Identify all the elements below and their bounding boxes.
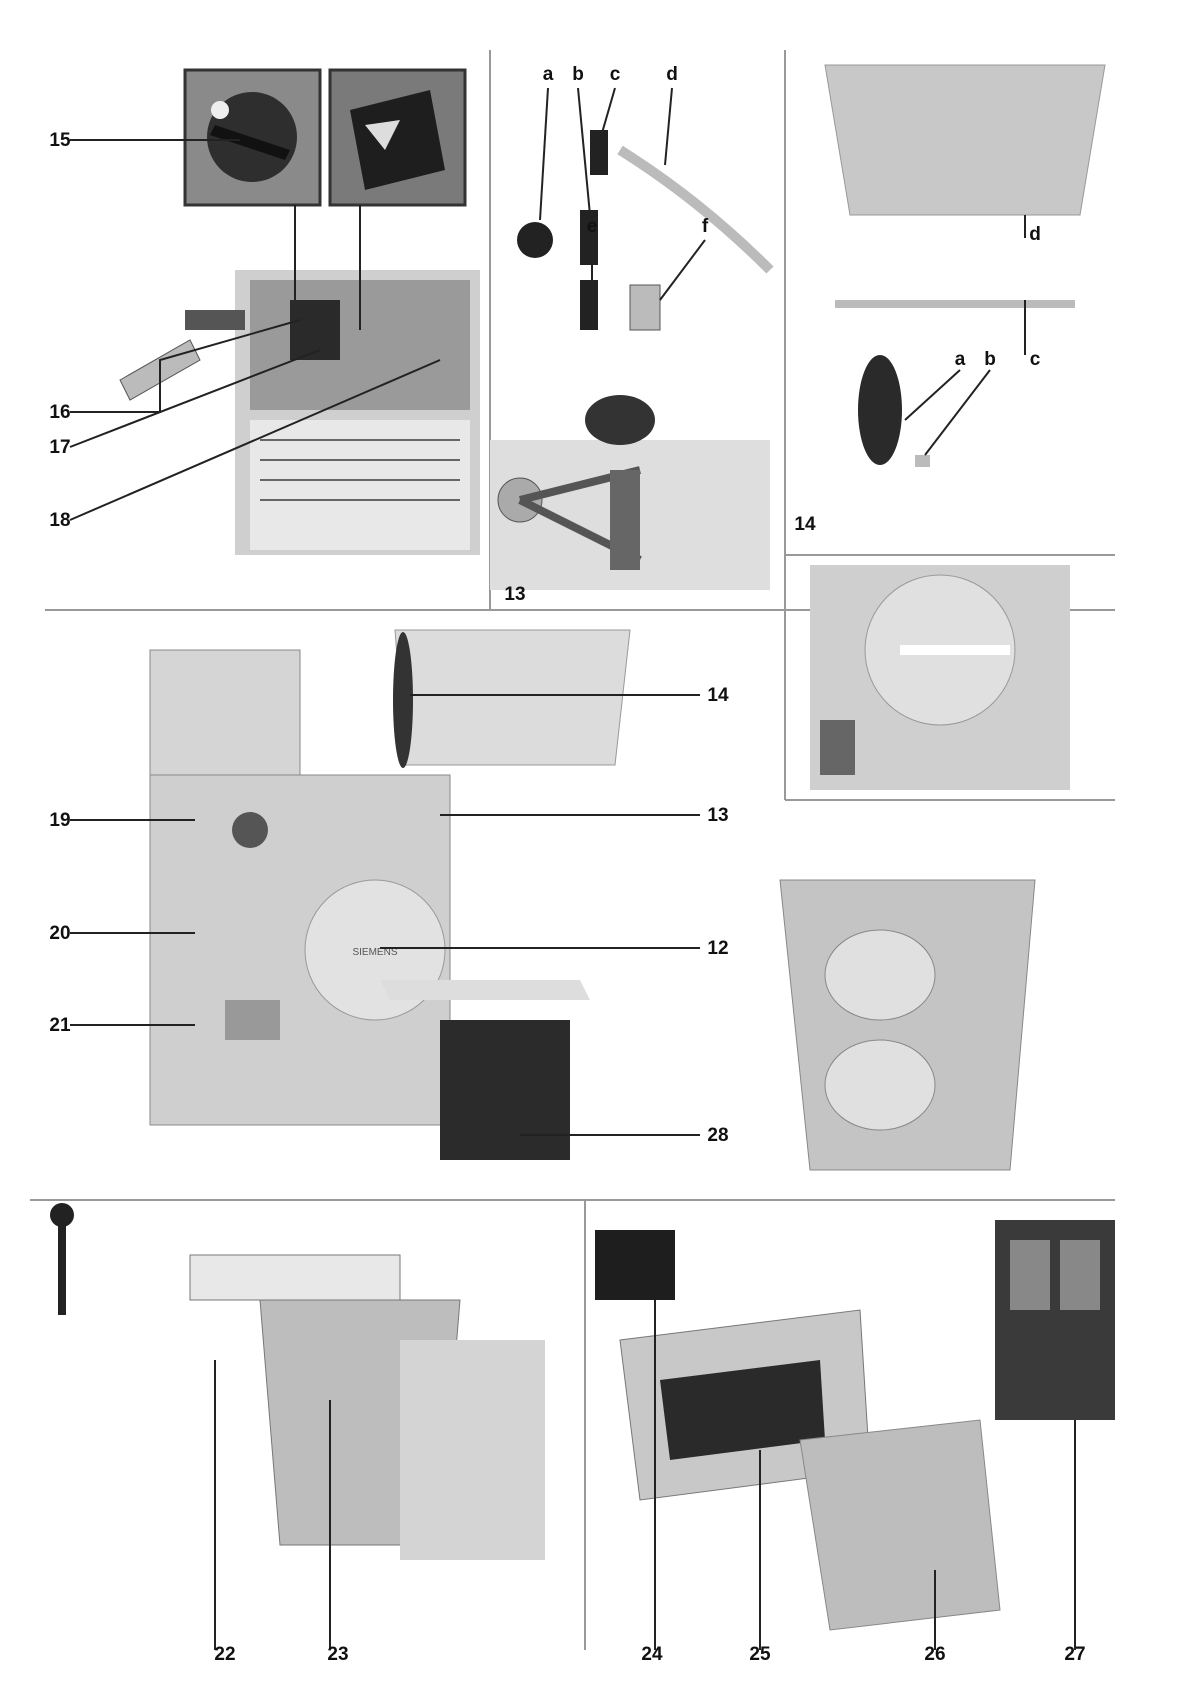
label-a: a	[543, 64, 554, 85]
label-16: 16	[49, 402, 70, 423]
label-28: 28	[707, 1125, 728, 1146]
callout-line-16	[70, 319, 301, 413]
callout-line-17	[69, 349, 321, 448]
service-hatch-photo	[119, 270, 480, 555]
label-27: 27	[1064, 1644, 1085, 1665]
milk-container-attached	[393, 629, 631, 768]
label-24: 24	[641, 1644, 663, 1665]
label-21: 21	[49, 1015, 71, 1036]
callout-a	[539, 87, 549, 221]
brand-logo: SIEMENS	[352, 947, 397, 958]
callout-d	[664, 87, 673, 166]
label-c: c	[610, 64, 621, 85]
grinder-knob-inset	[183, 68, 322, 207]
callout-c	[599, 87, 616, 141]
label-22: 22	[214, 1644, 235, 1665]
label-b: b	[572, 64, 584, 85]
callout-b	[577, 87, 591, 216]
label-26: 26	[924, 1644, 945, 1665]
label-14c: c	[1030, 349, 1041, 370]
hopper-inset	[328, 68, 467, 207]
label-13: 13	[707, 805, 728, 826]
label-25: 25	[749, 1644, 771, 1665]
frother-assembly-photo	[490, 395, 770, 590]
control-panel-detail	[810, 565, 1070, 790]
label-15: 15	[49, 130, 71, 151]
label-d: d	[666, 64, 678, 85]
callout-14b	[924, 369, 991, 456]
cups-on-tray-photo	[779, 879, 1036, 1171]
label-20: 20	[49, 923, 70, 944]
label-18: 18	[49, 510, 70, 531]
frother-parts	[517, 130, 774, 331]
label-14b: b	[984, 349, 996, 370]
label-14a: a	[955, 349, 966, 370]
label-13-frother: 13	[504, 584, 525, 605]
label-14d: d	[1029, 224, 1041, 245]
label-14-container: 14	[794, 514, 816, 535]
label-19: 19	[49, 810, 70, 831]
callout-14a	[904, 369, 961, 421]
milk-container-parts	[824, 64, 1106, 467]
callout-f	[659, 239, 706, 301]
label-17: 17	[49, 437, 70, 458]
label-e: e	[587, 216, 598, 237]
coffee-machine-photo: SIEMENS	[149, 649, 590, 1160]
callout-line-18	[69, 359, 441, 521]
label-23: 23	[327, 1644, 348, 1665]
label-14: 14	[707, 685, 729, 706]
label-12: 12	[707, 938, 728, 959]
drip-tray-photo	[595, 1220, 1115, 1631]
label-f: f	[702, 216, 709, 237]
water-tank-photo	[50, 1203, 545, 1560]
